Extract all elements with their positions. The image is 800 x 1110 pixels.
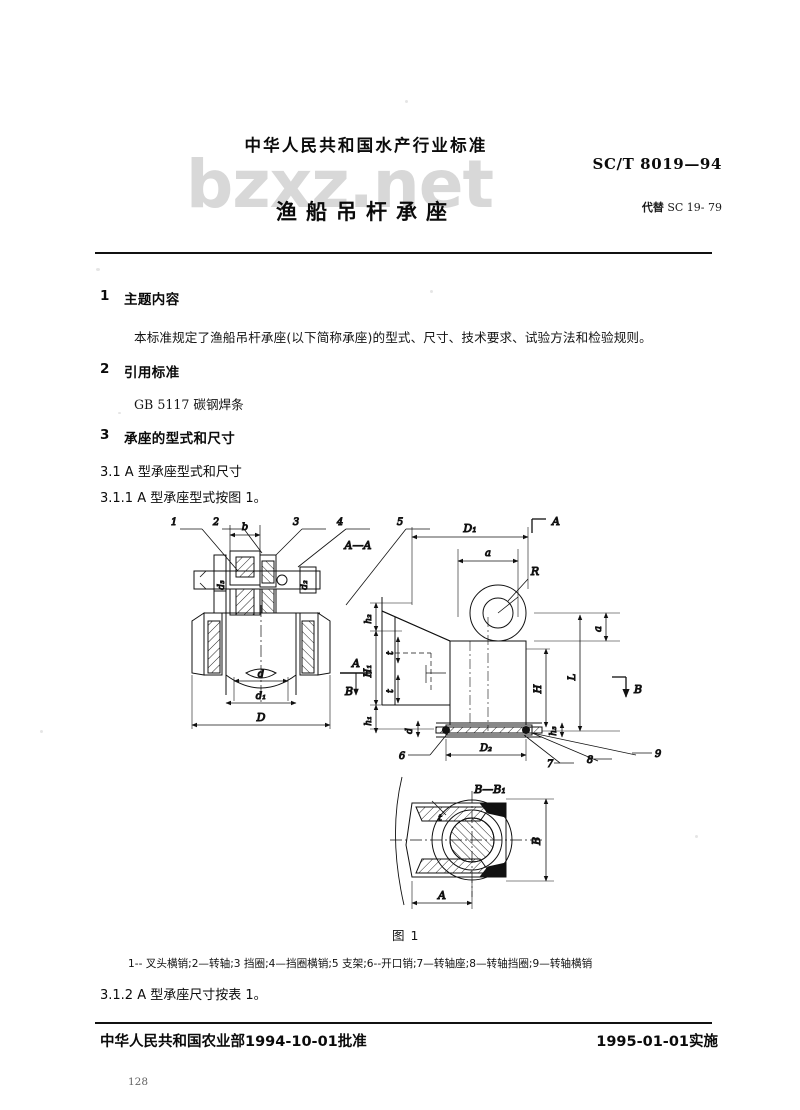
dim-D1: D₁ xyxy=(462,522,476,535)
replaces-code: SC 19- 79 xyxy=(667,201,722,214)
section-1-number: 1 xyxy=(100,288,110,304)
dim-a-top: a xyxy=(485,548,491,559)
figure-1-drawing: 1 2 3 4 5 b xyxy=(150,505,670,945)
callout-4: 4 xyxy=(336,517,343,528)
dim-a-right: a xyxy=(593,626,604,632)
figure-legend: 1-- 叉头横销;2—转轴;3 挡圈;4—挡圈横销;5 支架;6--开口销;7—… xyxy=(128,958,593,970)
section-2-heading: 引用标准 xyxy=(124,365,180,381)
dim-t-section: t xyxy=(438,814,442,824)
callout-1: 1 xyxy=(171,517,177,528)
replaces-note: 代替 SC 19- 79 xyxy=(642,199,722,215)
technical-drawing-svg: 1 2 3 4 5 b xyxy=(170,515,662,909)
dim-B-section: B xyxy=(530,837,543,846)
callout-9: 9 xyxy=(655,749,662,760)
section-1-paragraph: 本标准规定了渔船吊杆承座(以下简称承座)的型式、尺寸、技术要求、试验方法和检验规… xyxy=(134,330,652,345)
section-label-bb1: B—B₁ xyxy=(473,783,506,796)
clause-3-1-2: 3.1.2 A 型承座尺寸按表 1。 xyxy=(100,988,267,1003)
dim-t-lower: t xyxy=(386,689,396,693)
clause-3-1-1: 3.1.1 A 型承座型式按图 1。 xyxy=(100,491,267,506)
dim-d1: d₁ xyxy=(256,691,266,702)
section-1-heading: 主题内容 xyxy=(124,292,180,308)
dim-D2: D₂ xyxy=(479,743,492,754)
approval-statement: 中华人民共和国农业部1994-10-01批准 xyxy=(100,1034,367,1050)
section-arrow-b: B xyxy=(344,685,353,698)
section-arrow-a: A xyxy=(351,657,360,670)
page-number: 128 xyxy=(128,1076,149,1088)
callout-7: 7 xyxy=(547,759,554,770)
section-arrow-b-right: B xyxy=(633,683,642,696)
callout-5: 5 xyxy=(397,517,403,528)
section-2-reference: GB 5117 碳钢焊条 xyxy=(134,397,244,412)
replaces-label: 代替 xyxy=(641,201,664,214)
dim-d: d xyxy=(258,669,264,680)
footer-divider xyxy=(95,1022,712,1024)
dim-b: b xyxy=(242,522,248,533)
callout-3: 3 xyxy=(293,517,299,528)
dim-A-section: A xyxy=(437,889,446,902)
dim-h3: h₃ xyxy=(549,726,559,736)
section-3-number: 3 xyxy=(100,427,110,443)
header-divider xyxy=(95,252,712,254)
dim-t-upper: t xyxy=(386,651,396,655)
figure-caption: 图 1 xyxy=(392,928,420,943)
callout-6: 6 xyxy=(399,751,406,762)
dim-H: H xyxy=(533,684,544,694)
dim-h1: h₁ xyxy=(364,716,374,725)
callout-2: 2 xyxy=(212,517,219,528)
section-2-number: 2 xyxy=(100,361,110,377)
dim-h2: h₂ xyxy=(364,614,374,624)
section-label-aa: A—A xyxy=(344,539,372,552)
page-title: 渔船吊杆承座 xyxy=(276,200,456,224)
dim-D: D xyxy=(256,711,266,724)
section-arrow-a-top: A xyxy=(551,515,560,528)
standard-organization-line: 中华人民共和国水产行业标准 xyxy=(244,136,488,155)
standard-code: SC/T 8019—94 xyxy=(592,155,722,173)
implementation-date: 1995-01-01实施 xyxy=(596,1034,718,1050)
dim-d3: d₃ xyxy=(217,580,227,590)
dim-H1: H₁ xyxy=(363,665,374,679)
dim-d2: d₂ xyxy=(300,580,310,590)
callout-8: 8 xyxy=(587,755,593,766)
section-3-heading: 承座的型式和尺寸 xyxy=(124,431,236,447)
dim-R: R xyxy=(530,565,539,578)
dim-L: L xyxy=(567,673,578,681)
clause-3-1: 3.1 A 型承座型式和尺寸 xyxy=(100,465,242,480)
dim-d-base: d xyxy=(405,728,415,734)
